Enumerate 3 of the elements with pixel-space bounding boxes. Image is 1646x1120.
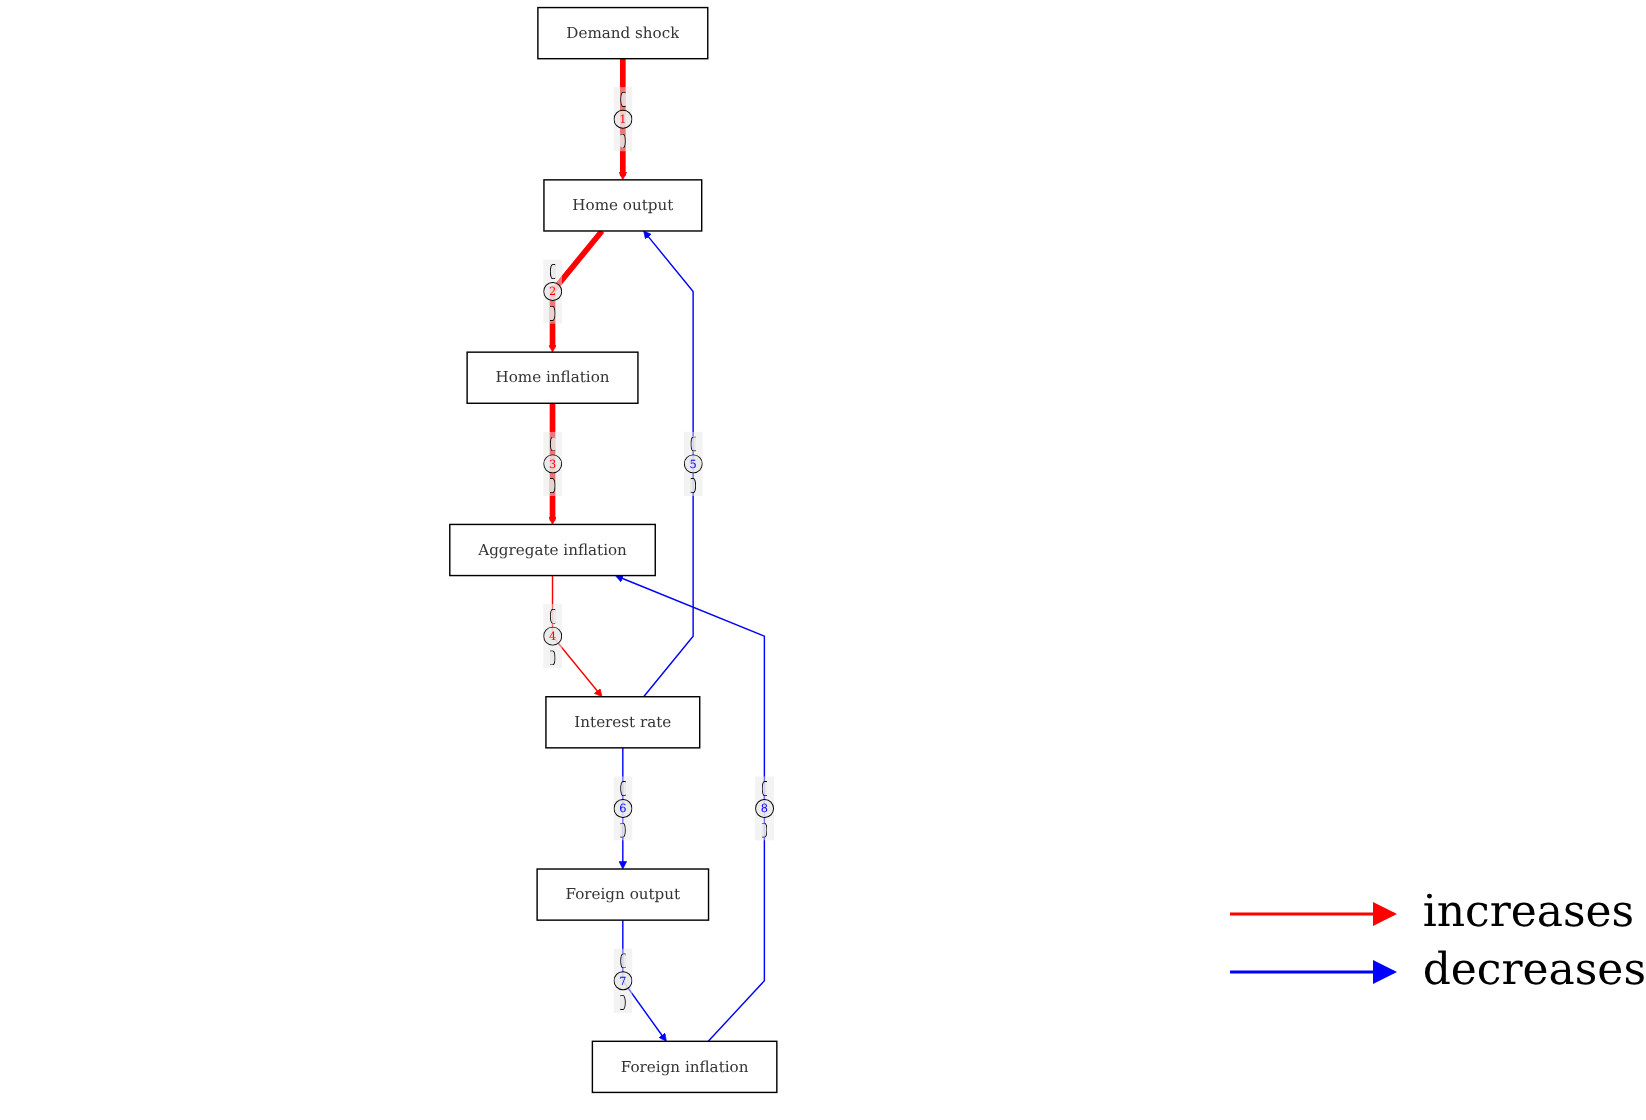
legend-text: increases — [1422, 888, 1635, 938]
arrow — [642, 230, 694, 698]
legend-text: decreases — [1422, 946, 1646, 996]
